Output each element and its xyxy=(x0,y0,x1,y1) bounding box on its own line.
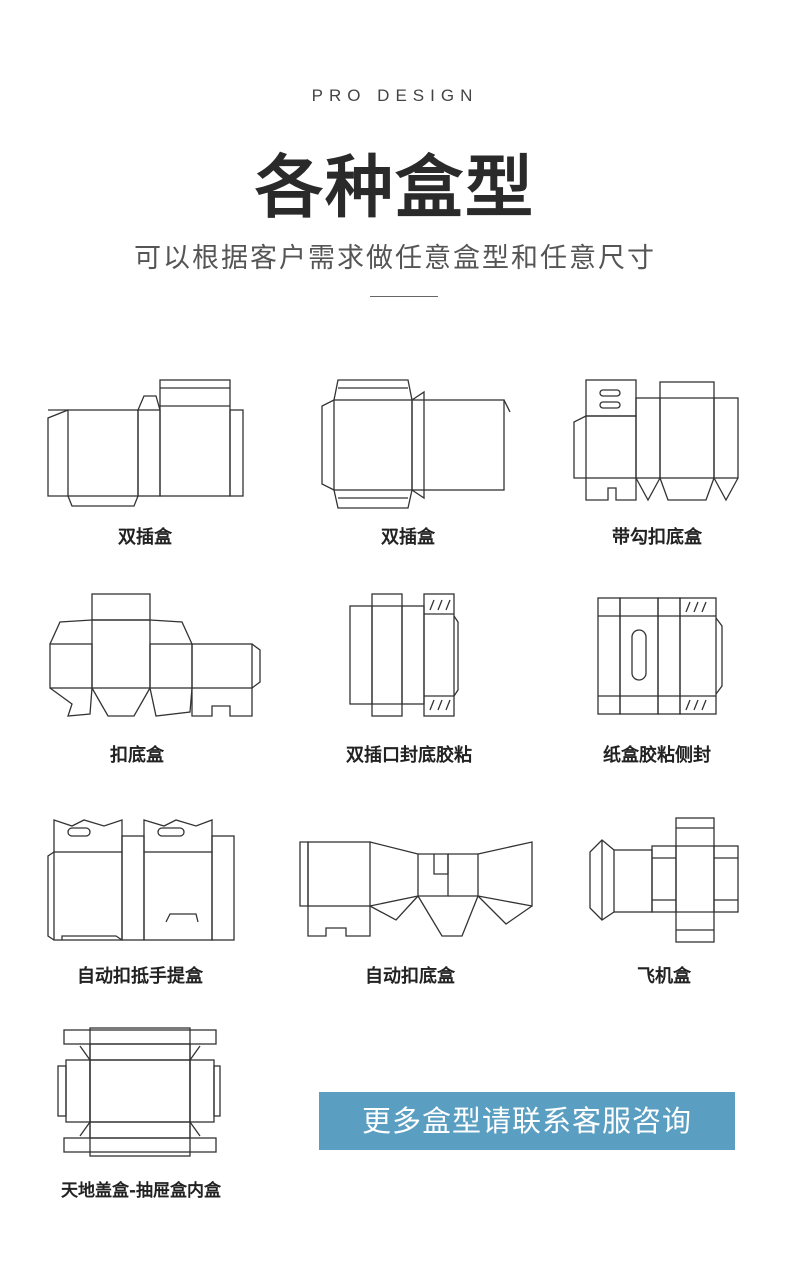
double-tuck-box-icon xyxy=(46,378,251,513)
box-caption: 自动扣抵手提盒 xyxy=(77,966,203,987)
page-subtitle: 可以根据客户需求做任意盒型和任意尺寸 xyxy=(134,243,656,274)
box-caption: 双插口封底胶粘 xyxy=(346,745,472,766)
box-caption: 带勾扣底盒 xyxy=(612,527,702,548)
divider xyxy=(370,296,438,297)
auto-lock-bottom-box-icon xyxy=(298,840,538,940)
box-caption: 扣底盒 xyxy=(110,745,164,766)
box-caption: 自动扣底盒 xyxy=(365,966,455,987)
double-tuck-box-icon xyxy=(318,378,513,513)
box-caption: 天地盖盒-抽屉盒内盒 xyxy=(60,1181,222,1201)
auto-bottom-handle-box-icon xyxy=(46,816,238,946)
tuck-glued-bottom-box-icon xyxy=(346,592,462,720)
lid-drawer-box-icon xyxy=(56,1026,222,1158)
side-glued-box-icon xyxy=(596,596,726,718)
box-caption: 双插盒 xyxy=(381,527,435,548)
eyebrow: PRO DESIGN xyxy=(311,86,479,105)
page-title: 各种盒型 xyxy=(254,149,535,228)
hook-lock-bottom-box-icon xyxy=(572,378,742,508)
box-caption: 纸盒胶粘侧封 xyxy=(603,745,711,766)
contact-service-button[interactable]: 更多盒型请联系客服咨询 xyxy=(319,1092,735,1150)
box-caption: 飞机盒 xyxy=(637,966,691,987)
box-caption: 双插盒 xyxy=(118,527,172,548)
mailer-box-icon xyxy=(588,816,740,946)
lock-bottom-box-icon xyxy=(46,592,264,720)
